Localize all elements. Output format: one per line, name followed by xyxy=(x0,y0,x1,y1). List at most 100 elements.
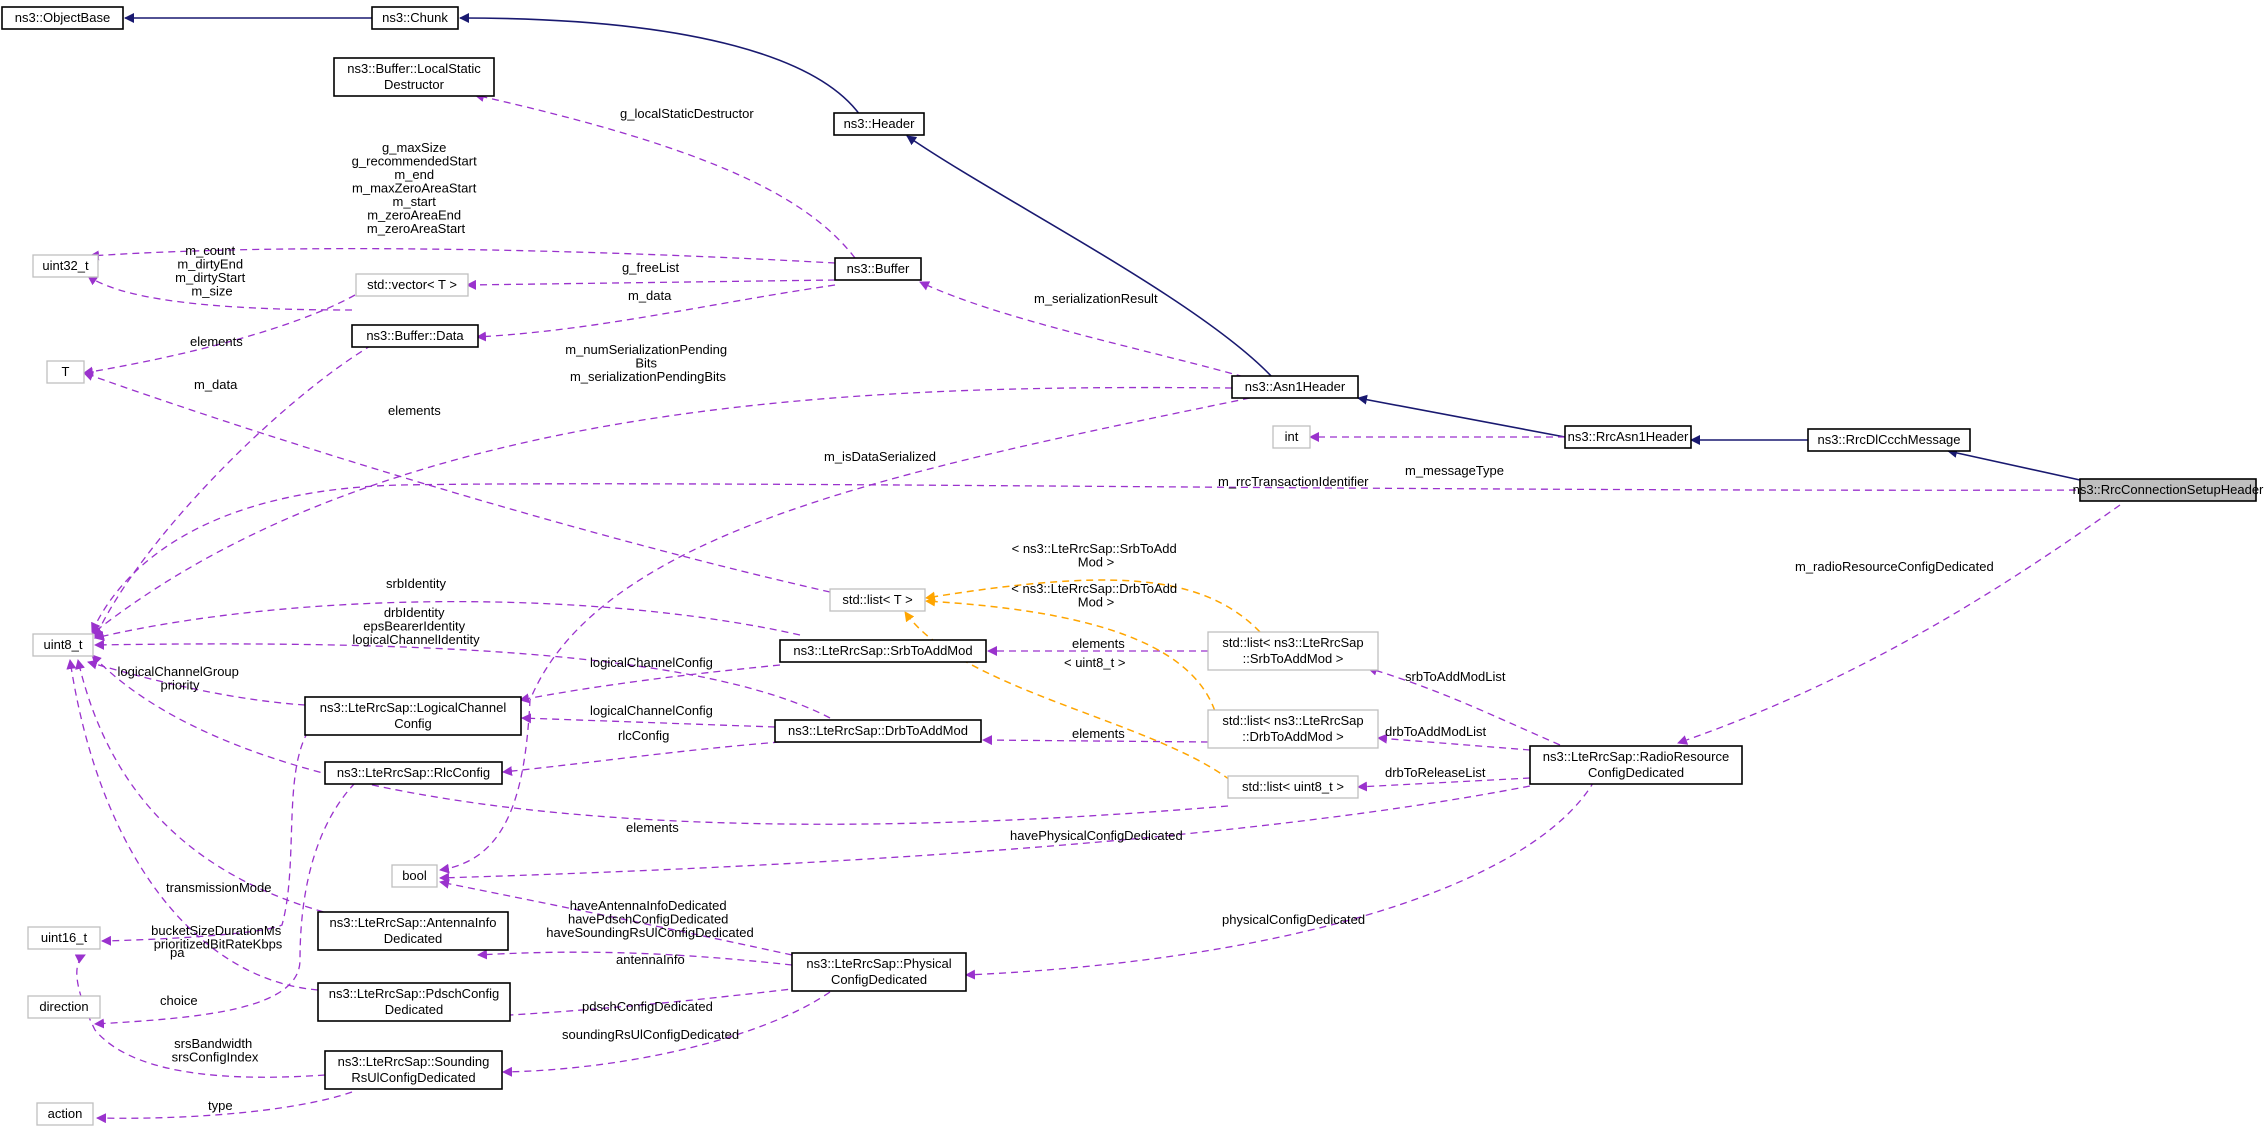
svg-text:Destructor: Destructor xyxy=(384,77,445,92)
svg-text:ns3::LteRrcSap::DrbToAddMod: ns3::LteRrcSap::DrbToAddMod xyxy=(788,723,968,738)
svg-text:ns3::LteRrcSap::RlcConfig: ns3::LteRrcSap::RlcConfig xyxy=(337,765,490,780)
label-choice: choice xyxy=(160,993,198,1008)
node-logicalchannelconfig[interactable]: ns3::LteRrcSap::LogicalChannel Config xyxy=(304,696,522,736)
svg-text:std::list< ns3::LteRrcSap: std::list< ns3::LteRrcSap xyxy=(1222,635,1363,650)
edge-radio-physical xyxy=(965,769,1601,980)
node-list-drbtoaddmod[interactable]: std::list< ns3::LteRrcSap ::DrbToAddMod … xyxy=(1207,709,1379,749)
node-rrcconnectionsetupheader[interactable]: ns3::RrcConnectionSetupHeader xyxy=(2073,478,2264,502)
node-direction[interactable]: direction xyxy=(27,995,101,1019)
edge-lc-uint8 xyxy=(87,659,306,706)
label-m-radioresourceconfigdedicated: m_radioResourceConfigDedicated xyxy=(1795,559,1994,574)
svg-text:RsUlConfigDedicated: RsUlConfigDedicated xyxy=(351,1070,475,1085)
edge-asn1-bool xyxy=(439,397,1251,874)
label-type: type xyxy=(208,1098,233,1113)
edge-physical-sounding xyxy=(502,991,831,1077)
label-physical-bool: haveAntennaInfoDedicated havePdschConfig… xyxy=(546,898,753,940)
label-m-serializationresult: m_serializationResult xyxy=(1034,291,1158,306)
label-elements-srb: elements xyxy=(1072,636,1125,651)
label-m-data-buffer: m_data xyxy=(628,288,672,303)
edge-rrcasn1-asn1 xyxy=(1357,394,1566,438)
label-data-uint32: m_count m_dirtyEnd m_dirtyStart m_size xyxy=(175,243,249,299)
label-drbtoaddmodlist: drbToAddModList xyxy=(1385,724,1487,739)
svg-text:ns3::RrcDlCcchMessage: ns3::RrcDlCcchMessage xyxy=(1817,432,1960,447)
edge-srb-uint8 xyxy=(94,600,801,641)
svg-text:std::vector< T >: std::vector< T > xyxy=(367,277,457,292)
edge-rrcsetup-radioresource xyxy=(1677,504,2121,745)
svg-text:::DrbToAddMod >: ::DrbToAddMod > xyxy=(1242,729,1344,744)
svg-text:direction: direction xyxy=(39,999,88,1014)
node-int[interactable]: int xyxy=(1272,425,1311,449)
label-elements-vector: elements xyxy=(190,334,243,349)
edge-pdsch-uint8 xyxy=(66,659,319,991)
node-rrcasn1header[interactable]: ns3::RrcAsn1Header xyxy=(1564,425,1692,449)
svg-text:ns3::LteRrcSap::Sounding: ns3::LteRrcSap::Sounding xyxy=(338,1054,490,1069)
svg-text:ConfigDedicated: ConfigDedicated xyxy=(831,972,927,987)
label-elements-uint8list: elements xyxy=(626,820,679,835)
node-uint8[interactable]: uint8_t xyxy=(32,633,94,657)
svg-text:ns3::Buffer::Data: ns3::Buffer::Data xyxy=(366,328,464,343)
edge-buffer-vector xyxy=(466,279,836,290)
node-pdschconfigdedicated[interactable]: ns3::LteRrcSap::PdschConfig Dedicated xyxy=(317,982,511,1022)
node-chunk[interactable]: ns3::Chunk xyxy=(371,6,459,30)
edge-radio-list-uint8 xyxy=(1357,777,1531,792)
node-rrcdlccchmessage[interactable]: ns3::RrcDlCcchMessage xyxy=(1807,428,1971,452)
node-header[interactable]: ns3::Header xyxy=(833,112,925,136)
node-bool[interactable]: bool xyxy=(391,864,438,888)
svg-text:ns3::RrcAsn1Header: ns3::RrcAsn1Header xyxy=(1568,429,1689,444)
edge-labels: g_localStaticDestructor g_maxSize g_reco… xyxy=(117,106,1993,1113)
label-srbidentity: srbIdentity xyxy=(386,576,446,591)
node-buffer[interactable]: ns3::Buffer xyxy=(834,257,922,281)
node-drbtoaddmod[interactable]: ns3::LteRrcSap::DrbToAddMod xyxy=(774,719,982,743)
node-list-srbtoaddmod[interactable]: std::list< ns3::LteRrcSap ::SrbToAddMod … xyxy=(1207,631,1379,671)
label-pa: pa xyxy=(170,945,185,960)
edge-radio-list-drb xyxy=(1377,733,1531,751)
node-t[interactable]: T xyxy=(46,360,85,384)
label-g-localstaticdestructor: g_localStaticDestructor xyxy=(620,106,754,121)
svg-text:ns3::LteRrcSap::Physical: ns3::LteRrcSap::Physical xyxy=(806,956,951,971)
node-soundingrsulconfigdedicated[interactable]: ns3::LteRrcSap::Sounding RsUlConfigDedic… xyxy=(324,1050,503,1090)
svg-text:ns3::LteRrcSap::RadioResource: ns3::LteRrcSap::RadioResource xyxy=(1543,749,1729,764)
label-elements-list: elements xyxy=(388,403,441,418)
edge-srb-lc xyxy=(519,664,781,704)
svg-text:ns3::LteRrcSap::LogicalChannel: ns3::LteRrcSap::LogicalChannel xyxy=(320,700,507,715)
node-srbtoaddmod[interactable]: ns3::LteRrcSap::SrbToAddMod xyxy=(779,639,987,663)
edge-buffer-data xyxy=(476,284,836,342)
label-rlcconfig: rlcConfig xyxy=(618,728,669,743)
svg-text:bool: bool xyxy=(402,868,427,883)
node-radioresourceconfigdedicated[interactable]: ns3::LteRrcSap::RadioResource ConfigDedi… xyxy=(1529,745,1743,785)
label-sounding-uint16: srsBandwidth srsConfigIndex xyxy=(172,1036,259,1065)
edge-drb-uint8 xyxy=(94,639,831,719)
node-action[interactable]: action xyxy=(36,1102,94,1126)
node-rlcconfig[interactable]: ns3::LteRrcSap::RlcConfig xyxy=(324,761,503,785)
edge-tpl-srb xyxy=(925,579,1261,633)
node-physicalconfigdedicated[interactable]: ns3::LteRrcSap::Physical ConfigDedicated xyxy=(791,952,967,992)
node-uint32[interactable]: uint32_t xyxy=(32,254,99,278)
label-pdschconfigdedicated: pdschConfigDedicated xyxy=(582,999,713,1014)
svg-text:ns3::Buffer: ns3::Buffer xyxy=(847,261,910,276)
svg-text:ns3::Header: ns3::Header xyxy=(844,116,915,131)
node-antennainfodedicated[interactable]: ns3::LteRrcSap::AntennaInfo Dedicated xyxy=(317,911,509,951)
label-buffer-uint32: g_maxSize g_recommendedStart m_end m_max… xyxy=(352,140,481,236)
node-list-uint8[interactable]: std::list< uint8_t > xyxy=(1227,775,1359,799)
edge-drb-lc xyxy=(521,713,776,728)
svg-text:ns3::LteRrcSap::SrbToAddMod: ns3::LteRrcSap::SrbToAddMod xyxy=(793,643,972,658)
svg-text:Dedicated: Dedicated xyxy=(384,931,443,946)
svg-text:std::list< T >: std::list< T > xyxy=(842,592,912,607)
svg-text:std::list< ns3::LteRrcSap: std::list< ns3::LteRrcSap xyxy=(1222,713,1363,728)
edge-tpl-uint8 xyxy=(904,611,1231,781)
edge-antenna-uint8 xyxy=(75,659,336,916)
svg-text:ns3::LteRrcSap::PdschConfig: ns3::LteRrcSap::PdschConfig xyxy=(329,986,500,1001)
node-objectbase[interactable]: ns3::ObjectBase xyxy=(1,6,124,30)
node-vector[interactable]: std::vector< T > xyxy=(355,273,469,297)
node-stdlist[interactable]: std::list< T > xyxy=(829,588,926,612)
node-asn1header[interactable]: ns3::Asn1Header xyxy=(1231,375,1359,399)
node-localstaticdestructor[interactable]: ns3::Buffer::LocalStatic Destructor xyxy=(333,57,495,97)
label-m-data-data: m_data xyxy=(194,377,238,392)
label-havephysicalconfigdedicated: havePhysicalConfigDedicated xyxy=(1010,828,1183,843)
node-buffer-data[interactable]: ns3::Buffer::Data xyxy=(351,324,479,348)
label-logicalchannelconfig-drb: logicalChannelConfig xyxy=(590,703,713,718)
svg-text:uint16_t: uint16_t xyxy=(41,930,88,945)
node-uint16[interactable]: uint16_t xyxy=(27,926,101,950)
svg-text:uint8_t: uint8_t xyxy=(43,637,82,652)
